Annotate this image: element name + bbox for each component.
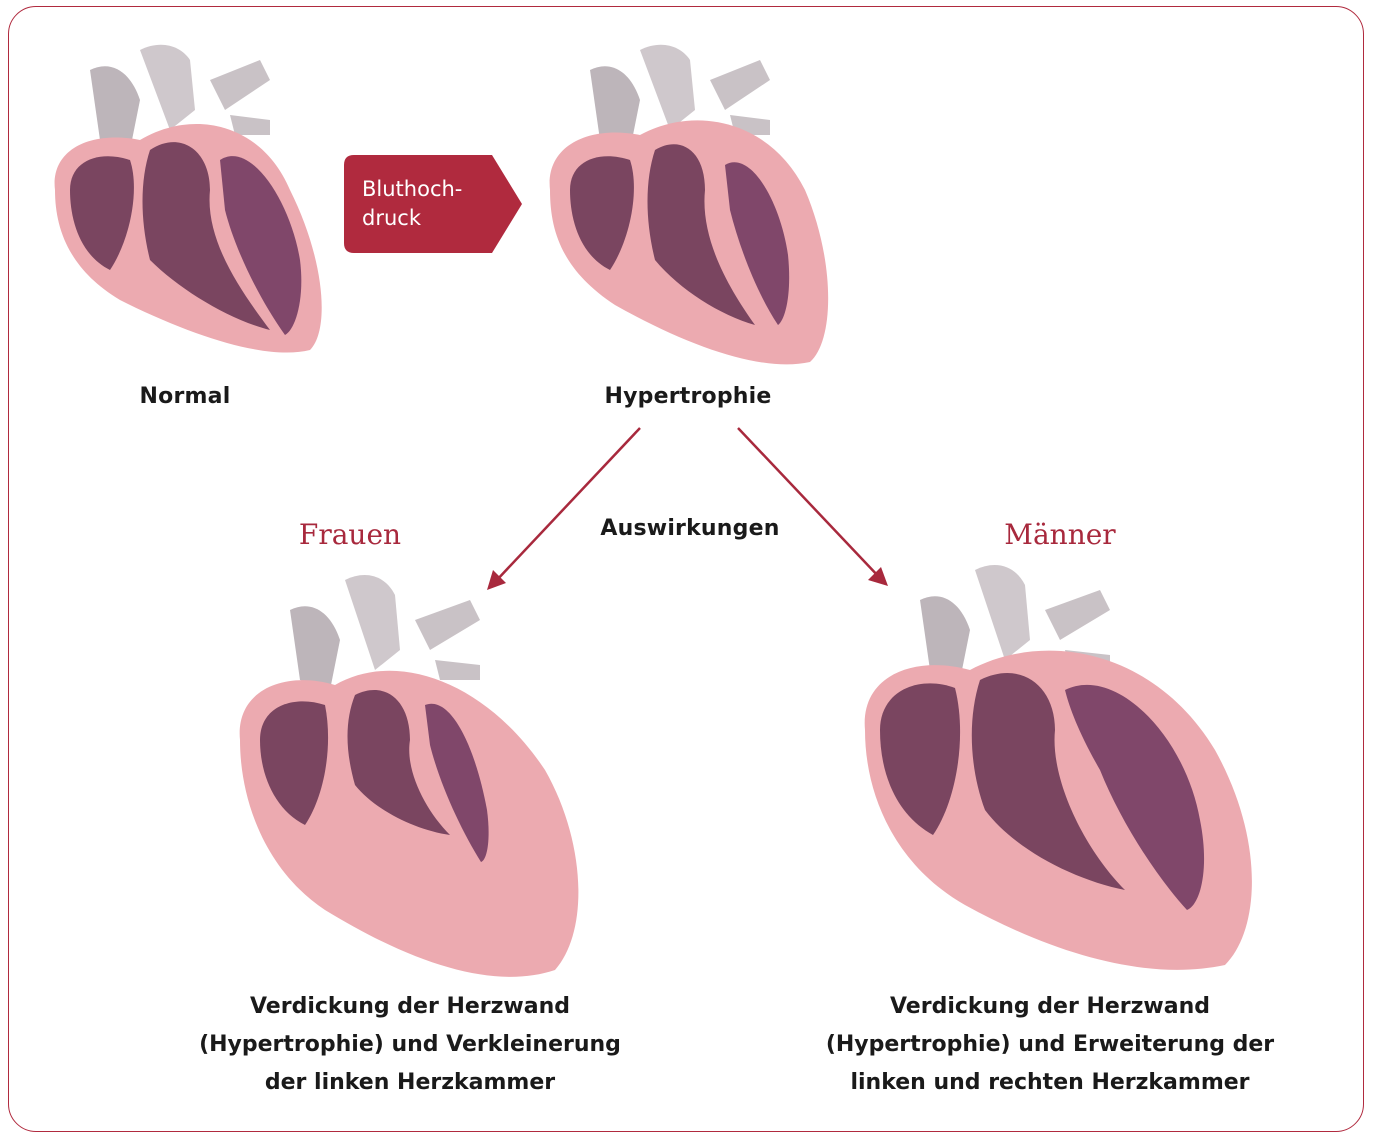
effects-label: Auswirkungen xyxy=(580,516,800,541)
men-caption-line-1: Verdickung der Herzwand xyxy=(780,988,1320,1026)
women-caption: Verdickung der Herzwand (Hypertrophie) u… xyxy=(140,988,680,1102)
arrow-to-men xyxy=(738,428,880,578)
women-label: Frauen xyxy=(260,518,440,551)
men-caption-line-2: (Hypertrophie) und Erweiterung der xyxy=(780,1026,1320,1064)
women-caption-line-1: Verdickung der Herzwand xyxy=(140,988,680,1026)
men-caption-line-3: linken und rechten Herzkammer xyxy=(780,1064,1320,1102)
hypertrophy-label: Hypertrophie xyxy=(578,384,798,409)
women-caption-line-2: (Hypertrophie) und Verkleinerung xyxy=(140,1026,680,1064)
women-caption-line-3: der linken Herzkammer xyxy=(140,1064,680,1102)
normal-label: Normal xyxy=(95,384,275,409)
men-caption: Verdickung der Herzwand (Hypertrophie) u… xyxy=(780,988,1320,1102)
arrow-to-women xyxy=(495,428,640,582)
men-label: Männer xyxy=(960,518,1160,551)
